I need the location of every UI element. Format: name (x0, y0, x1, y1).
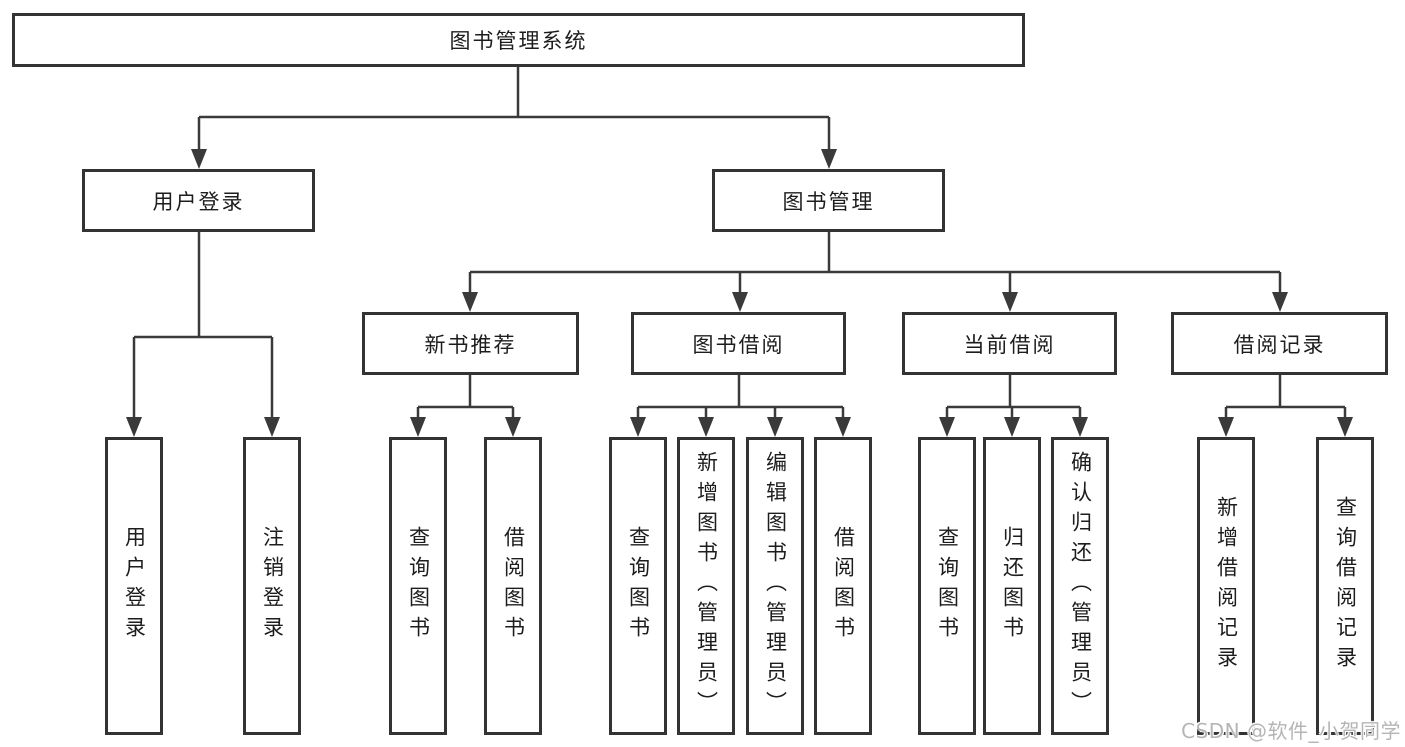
leaf-current-query-books: 查询图书 (918, 437, 976, 735)
node-book-borrow-label: 图书借阅 (692, 332, 785, 357)
node-root: 图书管理系统 (12, 13, 1025, 67)
leaf-newbooks-query-books: 查询图书 (389, 437, 447, 735)
leaf-borrow-add-books-admin: 新增图书（管理员） (677, 437, 735, 735)
leaf-user-login: 用户登录 (105, 437, 163, 735)
watermark-text: CSDN @软件_小贺同学 (1181, 719, 1401, 743)
node-new-book-recommend: 新书推荐 (362, 312, 579, 375)
leaf-records-add-borrow-record-label: 新增借阅记录 (1214, 496, 1239, 676)
leaf-current-return-books-label: 归还图书 (1000, 526, 1025, 646)
leaf-records-query-borrow-record: 查询借阅记录 (1316, 437, 1374, 735)
leaf-borrow-query-books: 查询图书 (609, 437, 667, 735)
leaf-current-confirm-return-admin-label: 确认归还（管理员） (1068, 451, 1093, 721)
leaf-current-confirm-return-admin: 确认归还（管理员） (1051, 437, 1109, 735)
leaf-newbooks-query-books-label: 查询图书 (406, 526, 431, 646)
leaf-logout-label: 注销登录 (260, 526, 285, 646)
leaf-borrow-edit-books-admin-label: 编辑图书（管理员） (763, 451, 788, 721)
leaf-borrow-borrow-books: 借阅图书 (814, 437, 872, 735)
node-user-login: 用户登录 (82, 169, 315, 232)
leaf-borrow-query-books-label: 查询图书 (626, 526, 651, 646)
leaf-current-query-books-label: 查询图书 (935, 526, 960, 646)
node-borrow-records: 借阅记录 (1171, 312, 1388, 375)
leaf-logout: 注销登录 (243, 437, 301, 735)
node-book-borrow: 图书借阅 (631, 312, 846, 375)
leaf-records-add-borrow-record: 新增借阅记录 (1197, 437, 1255, 735)
node-user-login-label: 用户登录 (152, 189, 245, 214)
arrowhead-icons (126, 149, 1353, 437)
leaf-newbooks-borrow-books-label: 借阅图书 (501, 526, 526, 646)
node-current-borrow-label: 当前借阅 (963, 332, 1056, 357)
leaf-borrow-borrow-books-label: 借阅图书 (831, 526, 856, 646)
leaf-user-login-label: 用户登录 (122, 526, 147, 646)
leaf-current-return-books: 归还图书 (983, 437, 1041, 735)
node-root-label: 图书管理系统 (449, 29, 588, 53)
node-new-book-recommend-label: 新书推荐 (424, 332, 517, 357)
leaf-newbooks-borrow-books: 借阅图书 (484, 437, 542, 735)
node-borrow-records-label: 借阅记录 (1233, 332, 1326, 357)
leaf-borrow-edit-books-admin: 编辑图书（管理员） (746, 437, 804, 735)
node-book-management-label: 图书管理 (782, 189, 875, 214)
leaf-records-query-borrow-record-label: 查询借阅记录 (1333, 496, 1358, 676)
leaf-borrow-add-books-admin-label: 新增图书（管理员） (694, 451, 719, 721)
node-book-management: 图书管理 (712, 169, 945, 232)
node-current-borrow: 当前借阅 (902, 312, 1117, 375)
